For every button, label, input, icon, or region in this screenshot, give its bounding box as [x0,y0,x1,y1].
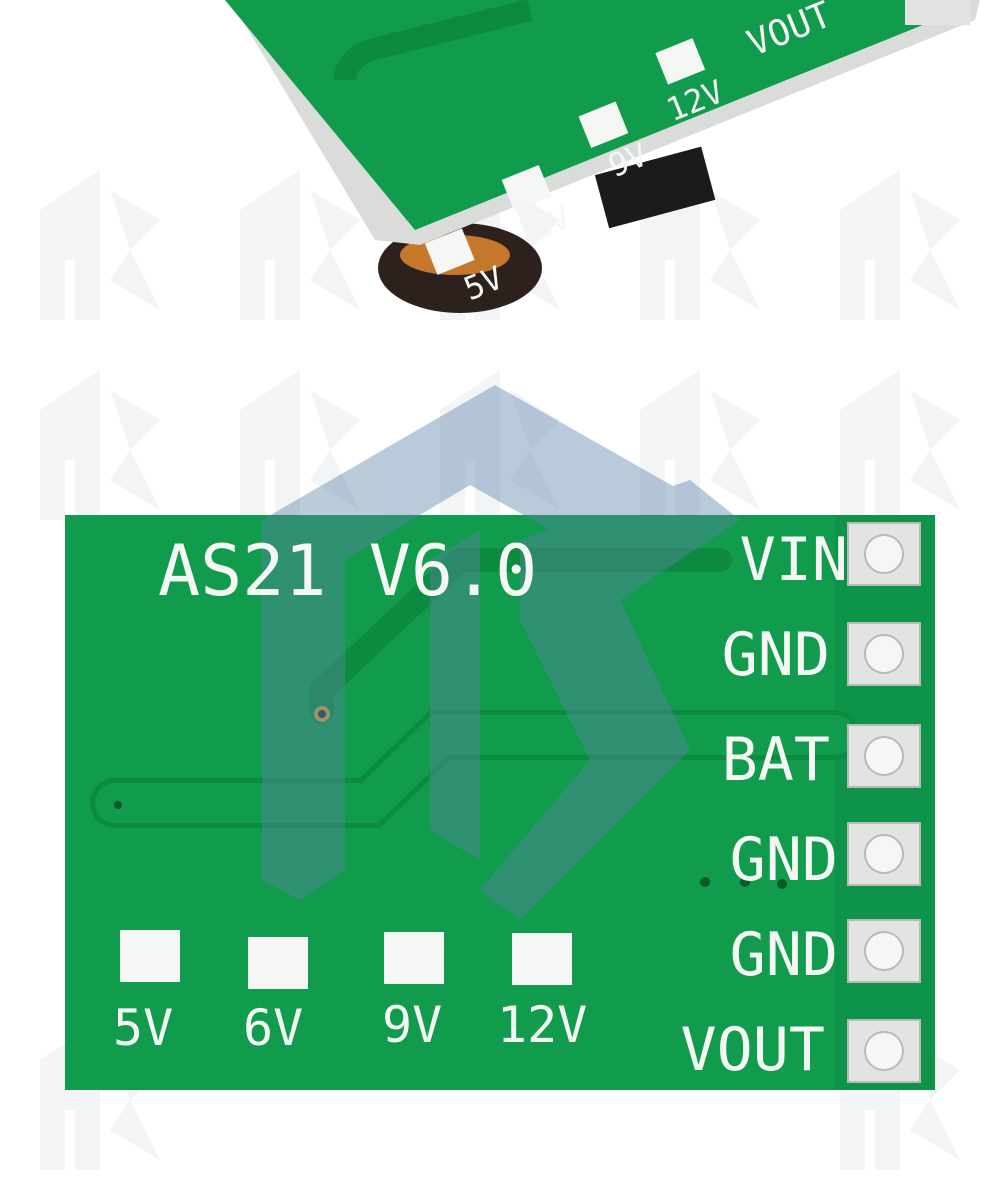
voltage-jumpers: 5V 6V 9V 12V [113,930,587,1057]
pin-label-vin: VIN [740,525,848,595]
pad [847,622,921,686]
pin-label-bat: BAT [722,725,830,795]
jumper-pad [120,930,180,982]
main-board [65,515,935,1090]
pin-label-vout: VOUT [681,1015,826,1085]
jumper-label: 9V [382,996,442,1054]
watermark-logo [262,385,740,920]
jumper-label: 6V [243,999,303,1057]
jumper-pad [248,937,308,989]
pin-labels: VIN GND BAT GND GND VOUT [681,525,849,1085]
jumper-pad [512,933,572,985]
solder-pads [847,522,921,1083]
pin-label-gnd: GND [730,920,838,990]
top-board-angled: 5V 6V 9V 12V VOUT [225,0,980,313]
pin-label-gnd: GND [722,620,830,690]
pad [847,522,921,586]
pad [847,919,921,983]
pad [847,1019,921,1083]
jumper-pad [384,932,444,984]
pad [847,822,921,886]
main-board-silkscreen: AS21 V6.0 VIN GND BAT GND GND VOUT 5V 6V… [113,522,921,1085]
jumper-label: 12V [497,996,587,1054]
pin-label-gnd: GND [730,825,838,895]
background-watermark-pattern [40,170,960,1170]
pad [847,724,921,788]
board-title: AS21 V6.0 [158,530,537,612]
jumper-label: 5V [113,999,173,1057]
